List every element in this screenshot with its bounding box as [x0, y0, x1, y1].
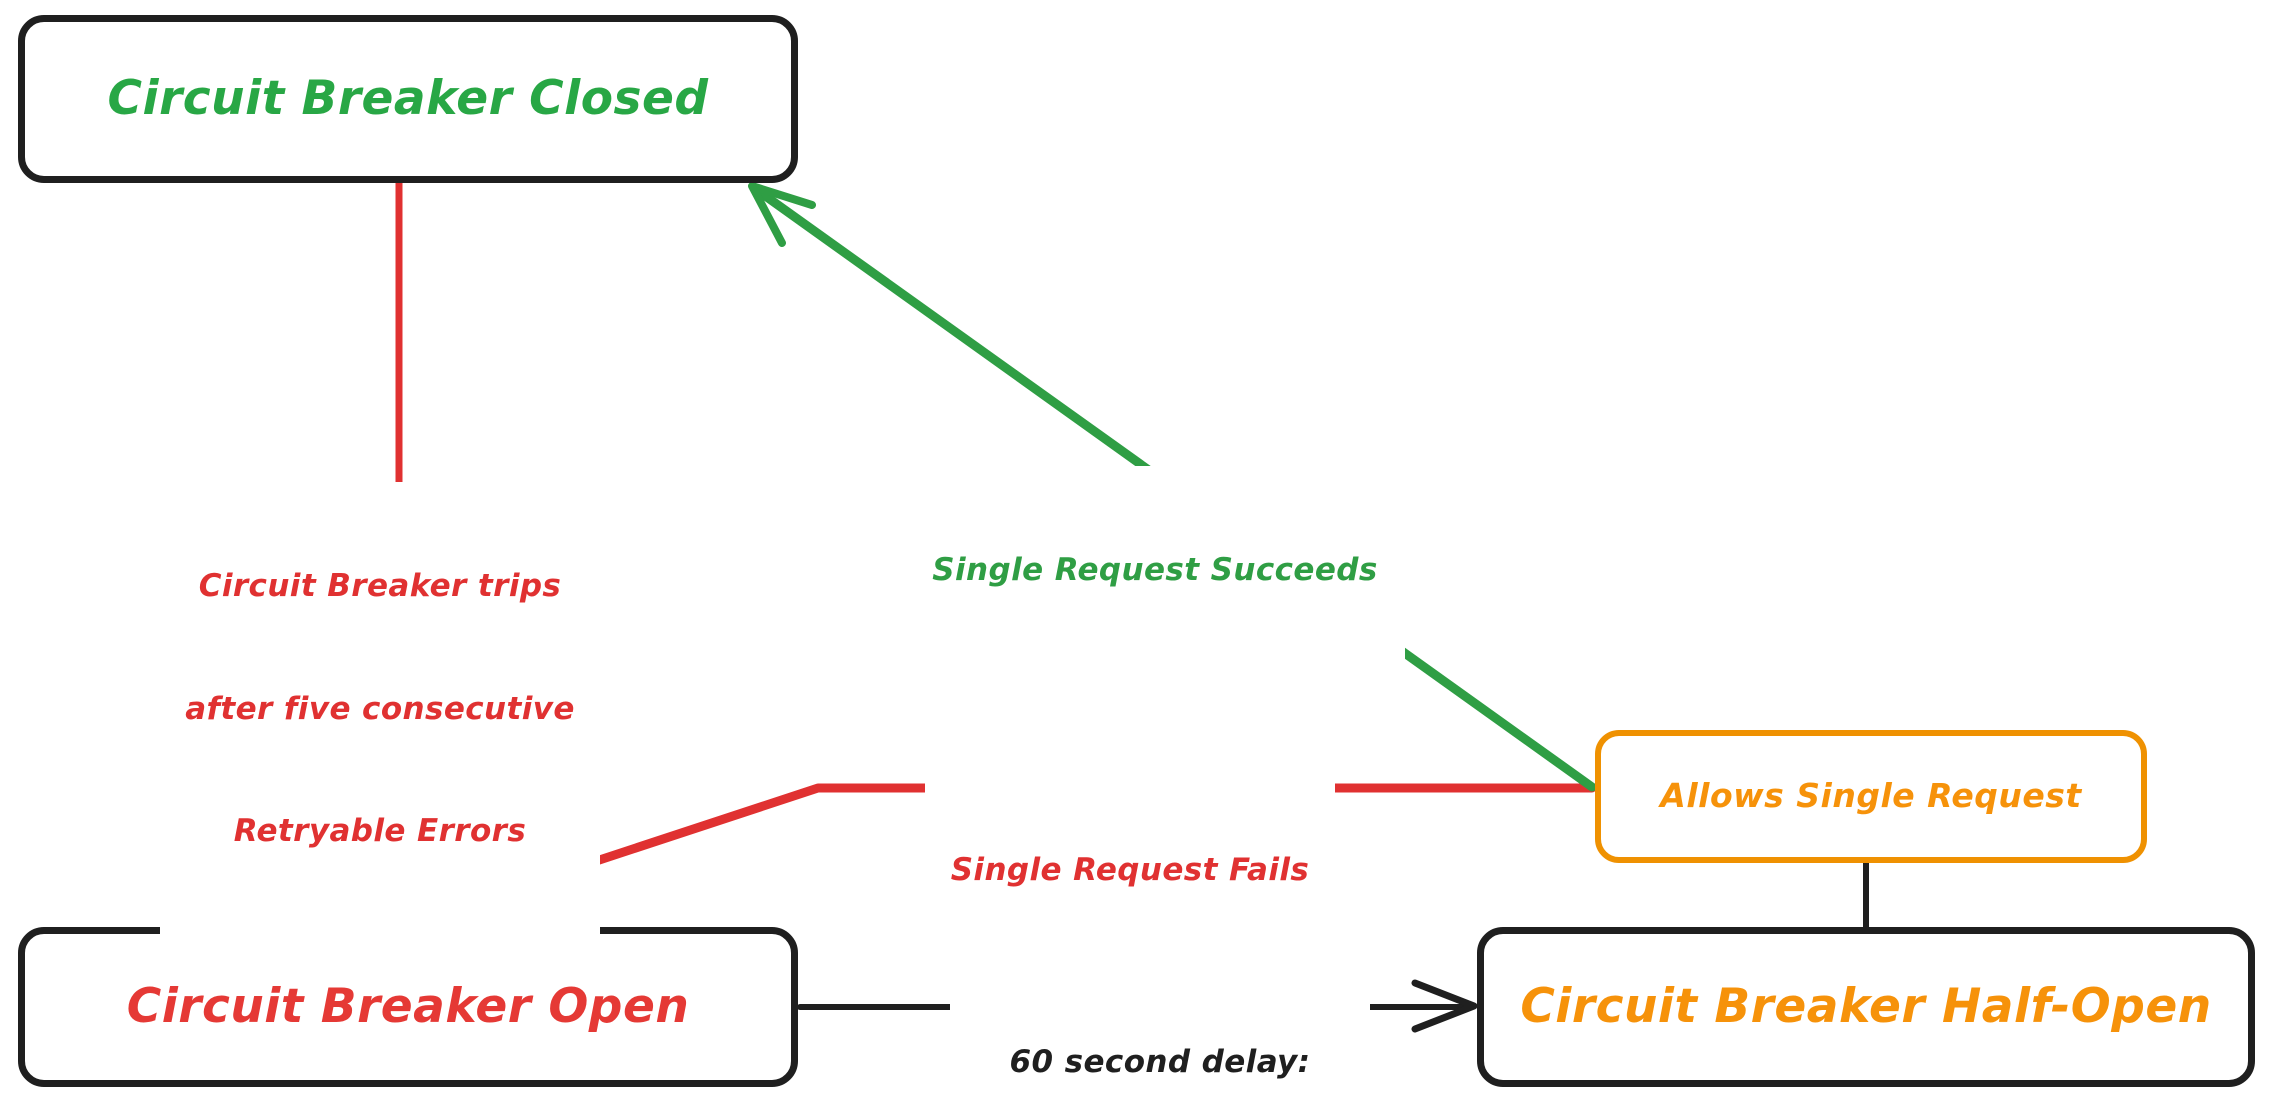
node-circuit-breaker-half-open-label: Circuit Breaker Half-Open	[1520, 979, 2212, 1035]
edge-label-trip-line1: Circuit Breaker trips	[198, 567, 562, 604]
node-circuit-breaker-open-label: Circuit Breaker Open	[126, 979, 690, 1035]
edge-label-trip: Circuit Breaker trips after five consecu…	[160, 482, 600, 936]
node-circuit-breaker-closed[interactable]: Circuit Breaker Closed	[18, 15, 798, 183]
edge-label-delay: 60 second delay: No requests allowed	[950, 958, 1370, 1107]
node-circuit-breaker-open[interactable]: Circuit Breaker Open	[18, 927, 798, 1087]
edge-label-trip-line3: Retryable Errors	[233, 813, 527, 850]
edge-label-fails: Single Request Fails	[925, 766, 1335, 975]
edge-label-trip-line2: after five consecutive	[185, 690, 575, 727]
node-allows-single-request-label: Allows Single Request	[1660, 776, 2082, 816]
edge-label-succeeds-text: Single Request Succeeds	[932, 551, 1378, 588]
edge-label-succeeds: Single Request Succeeds	[905, 466, 1405, 675]
node-allows-single-request[interactable]: Allows Single Request	[1595, 730, 2147, 863]
edge-label-fails-text: Single Request Fails	[950, 851, 1310, 888]
node-circuit-breaker-half-open[interactable]: Circuit Breaker Half-Open	[1477, 927, 2255, 1087]
node-circuit-breaker-closed-label: Circuit Breaker Closed	[107, 71, 709, 127]
edge-label-delay-line1: 60 second delay:	[1009, 1043, 1311, 1080]
